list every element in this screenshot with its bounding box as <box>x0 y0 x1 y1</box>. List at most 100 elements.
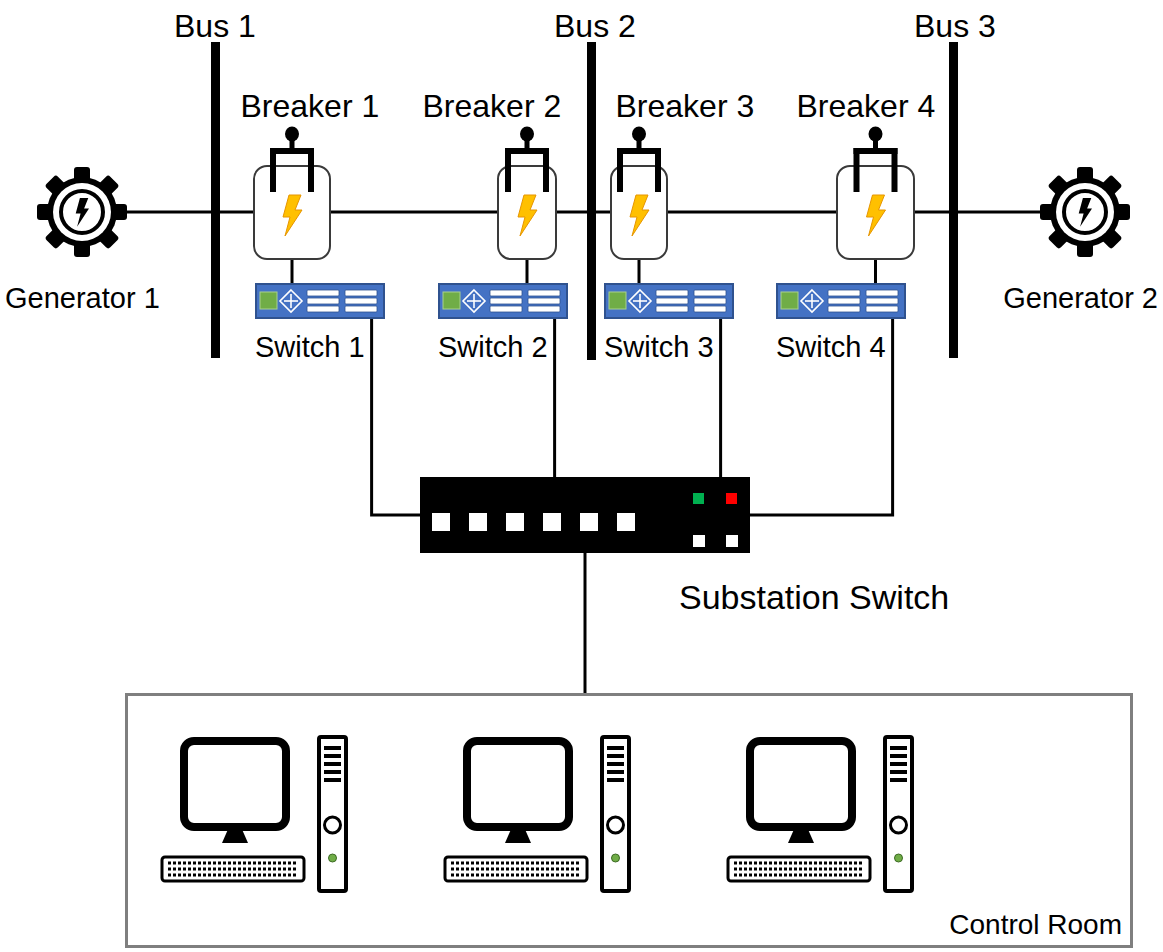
breaker-handle <box>892 148 898 192</box>
switch-symbol <box>438 283 568 319</box>
network-switch: Switch 1 <box>255 283 385 319</box>
lightning-bolt <box>1079 198 1092 227</box>
network-switch: Switch 4 <box>776 283 906 319</box>
breaker-symbol <box>497 120 557 260</box>
part-label: Switch 2 <box>438 331 548 364</box>
gear-face <box>1056 183 1114 241</box>
lightning-bolt <box>867 195 886 236</box>
status-led <box>726 493 737 504</box>
switch-port <box>543 513 561 531</box>
switch-symbol <box>255 283 385 319</box>
port-bar <box>866 290 898 296</box>
bus-bar: Bus 1 <box>211 42 220 358</box>
breaker-handle <box>543 148 549 192</box>
lightning-bolt <box>518 195 537 236</box>
port-bar <box>528 298 560 304</box>
breaker-handle <box>854 148 898 154</box>
switch-port <box>580 513 598 531</box>
part-label: Switch 3 <box>604 331 714 364</box>
breaker-handle <box>655 148 661 192</box>
breaker-handle <box>505 148 511 192</box>
port-bar <box>307 298 339 304</box>
part-label: Bus 1 <box>174 8 256 45</box>
breaker-handle <box>290 134 295 150</box>
status-light <box>443 292 460 309</box>
switch-body <box>777 284 905 318</box>
power-line <box>127 211 211 214</box>
network-switch: Switch 2 <box>438 283 568 319</box>
power-line <box>220 211 253 214</box>
part-label: Generator 2 <box>1003 282 1158 315</box>
port-bar <box>866 306 898 312</box>
breaker-body <box>254 166 330 259</box>
breaker-handle <box>505 148 549 154</box>
gear-rim <box>47 177 117 247</box>
network-cable <box>372 319 420 515</box>
port-bar <box>866 298 898 304</box>
gear-face <box>53 183 111 241</box>
port-bar <box>528 290 560 296</box>
status-light <box>260 292 277 309</box>
breaker-handle <box>873 134 878 150</box>
port-bar <box>694 306 726 312</box>
breaker-handle <box>854 148 860 192</box>
part-label: Bus 2 <box>554 8 636 45</box>
switch-body <box>605 284 733 318</box>
breaker-symbol <box>610 120 668 260</box>
switch-body <box>439 284 567 318</box>
switch-chassis <box>420 477 750 553</box>
switch-port <box>617 513 635 531</box>
computer <box>162 737 346 891</box>
routing-icon <box>290 294 292 308</box>
status-light <box>609 292 626 309</box>
port-bar <box>307 306 339 312</box>
uplink-port <box>693 535 705 547</box>
part-label: Bus 3 <box>914 8 996 45</box>
lightning-bolt <box>630 195 649 236</box>
routing-icon <box>801 290 823 312</box>
gear-ring <box>61 191 103 233</box>
generator: Generator 1 <box>37 167 127 257</box>
routing-icon <box>639 294 641 308</box>
port-bar <box>528 306 560 312</box>
switch-symbol <box>776 283 906 319</box>
port-bar <box>656 306 688 312</box>
port-bar <box>490 298 522 304</box>
port-bar <box>345 290 377 296</box>
port-bar <box>490 290 522 296</box>
status-light <box>781 292 798 309</box>
breaker-symbol <box>836 120 915 260</box>
bus-bar: Bus 3 <box>949 42 958 358</box>
network-cable <box>584 553 587 693</box>
network-cable <box>874 260 877 283</box>
port-bar <box>828 306 860 312</box>
substation-switch-symbol <box>420 477 750 553</box>
part-label: Switch 4 <box>776 331 886 364</box>
breaker-handle <box>308 148 314 192</box>
circuit-breaker: Breaker 3 <box>610 165 668 260</box>
port-bar <box>307 290 339 296</box>
part-label: Breaker 3 <box>616 88 755 125</box>
routing-icon <box>811 294 813 308</box>
circuit-breaker: Breaker 2 <box>497 165 557 260</box>
power-line <box>331 211 497 214</box>
port-bar <box>656 298 688 304</box>
network-cable <box>553 319 556 477</box>
status-led <box>693 493 704 504</box>
routing-icon <box>473 294 475 308</box>
port-bar <box>694 298 726 304</box>
network-cable <box>526 260 529 283</box>
breaker-body <box>837 166 914 259</box>
part-label: Breaker 2 <box>423 88 562 125</box>
switch-symbol <box>604 283 734 319</box>
port-bar <box>828 298 860 304</box>
network-cable <box>291 260 294 283</box>
port-bar <box>828 290 860 296</box>
power-line <box>596 211 610 214</box>
breaker-handle <box>617 148 661 154</box>
breaker-handle <box>270 148 314 154</box>
generator: Generator 2 <box>1040 167 1130 257</box>
